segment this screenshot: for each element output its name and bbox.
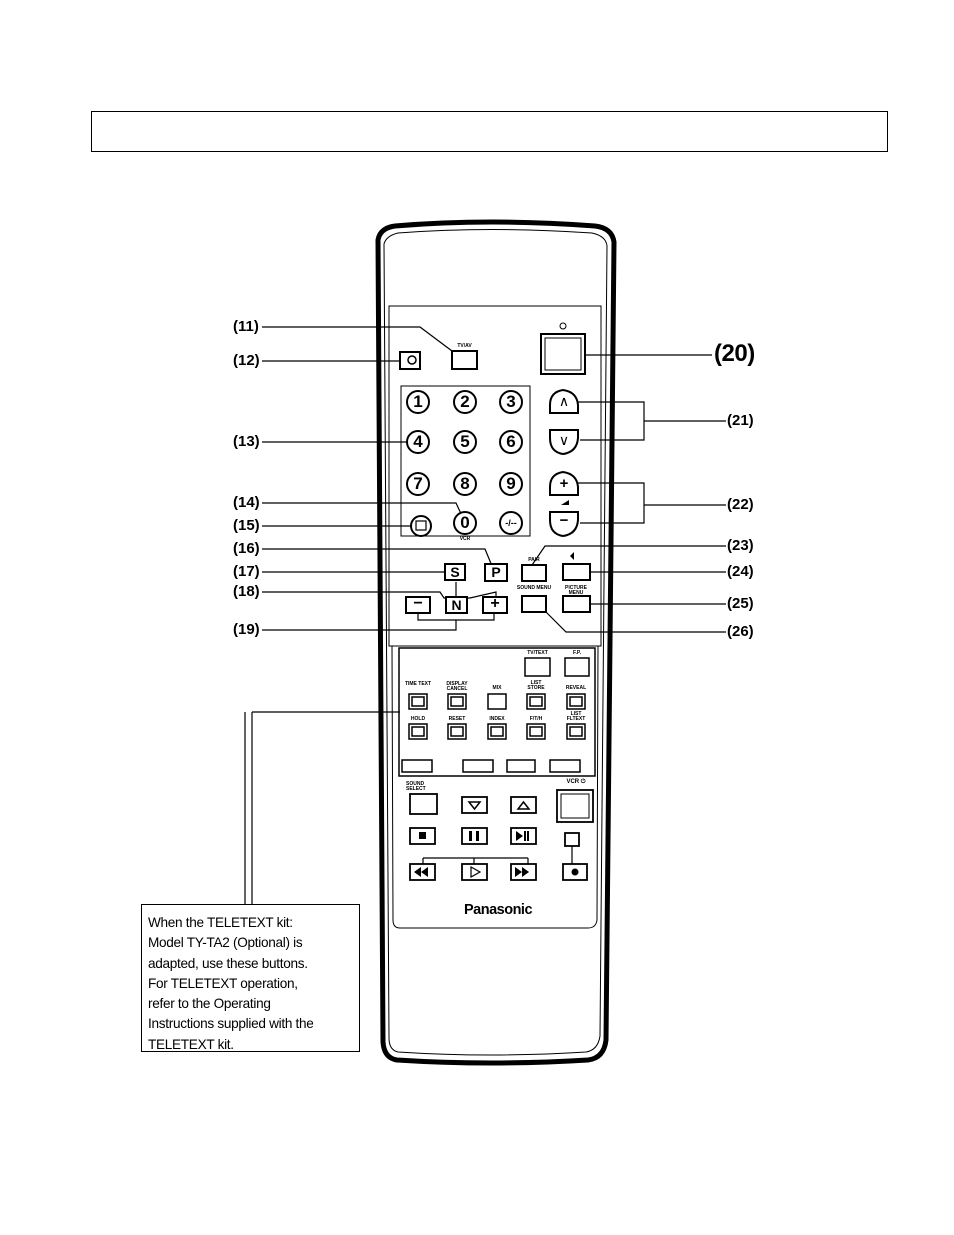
p-label: P xyxy=(491,564,501,580)
callout-16: (16) xyxy=(233,540,260,557)
digit-6[interactable]: 6 xyxy=(506,432,516,451)
time-text-label: TIME TEXT xyxy=(404,681,432,687)
callout-15: (15) xyxy=(233,517,260,534)
callout-23: (23) xyxy=(727,537,754,554)
display-cancel-label: DISPLAY CANCEL xyxy=(446,681,468,692)
channel-down-button xyxy=(549,429,579,456)
volume-up-button xyxy=(549,470,579,496)
callout-19: (19) xyxy=(233,621,260,638)
vcr-power-label: VCR ⏻ xyxy=(566,779,586,785)
vcr-buttons xyxy=(409,789,594,881)
digit-0[interactable]: 0 xyxy=(460,513,470,532)
remote-outline xyxy=(375,219,617,1066)
digit-9[interactable]: 9 xyxy=(506,474,516,493)
note-line: Instructions supplied with the xyxy=(148,1016,314,1032)
picture-menu-button xyxy=(562,595,591,613)
digit-dash[interactable]: -/-- xyxy=(505,518,517,528)
list-fltext-label: LIST FLTEXT xyxy=(566,711,586,722)
vol-plus-label: + xyxy=(559,475,569,492)
pair-button xyxy=(521,564,547,582)
teletext-buttons xyxy=(401,657,590,773)
teletext-note: When the TELETEXT kit: Model TY-TA2 (Opt… xyxy=(141,904,360,1052)
mute-button xyxy=(562,563,591,581)
note-line: When the TELETEXT kit: xyxy=(148,915,293,930)
vcr-label: VCR xyxy=(459,536,471,542)
note-line: Model TY-TA2 (Optional) is xyxy=(148,935,303,951)
ch-up-label: ∧ xyxy=(558,393,570,409)
callout-18: (18) xyxy=(233,583,260,600)
tvtext-label: TV/TEXT xyxy=(527,650,548,656)
brand-logo: Panasonic xyxy=(463,902,533,918)
plus-label: + xyxy=(490,595,500,612)
plus-button xyxy=(482,596,508,614)
title-box xyxy=(91,111,888,152)
callout-26: (26) xyxy=(727,623,754,640)
digit-4[interactable]: 4 xyxy=(413,432,423,451)
s-button xyxy=(444,563,466,581)
digit-2[interactable]: 2 xyxy=(460,392,470,411)
pair-label: PAIR xyxy=(528,557,540,563)
note-line: refer to the Operating xyxy=(148,996,271,1012)
callout-20: (20) xyxy=(714,340,755,367)
button-15 xyxy=(410,515,432,537)
digit-8[interactable]: 8 xyxy=(460,474,470,493)
digit-1[interactable]: 1 xyxy=(413,392,423,411)
digit-5[interactable]: 5 xyxy=(460,432,470,451)
vcr-symbols xyxy=(414,800,579,879)
note-line: adapted, use these buttons. xyxy=(148,955,308,971)
sound-menu-button xyxy=(521,595,547,613)
digit-3[interactable]: 3 xyxy=(506,392,516,411)
n-label: N xyxy=(451,597,462,613)
hold-label: HOLD xyxy=(410,716,426,722)
index-label: INDEX xyxy=(489,716,505,722)
list-store-label: LIST STORE xyxy=(527,680,545,691)
p-button xyxy=(484,563,508,582)
digit-circles xyxy=(406,390,523,535)
tvav-label: TV/AV xyxy=(457,343,472,349)
minus-button xyxy=(405,596,431,614)
leader-lines-left xyxy=(244,326,497,904)
fp-label: F.P. xyxy=(573,650,581,656)
tvav-button xyxy=(451,350,478,370)
callout-21: (21) xyxy=(727,412,754,429)
fth-label: F/T/H xyxy=(529,716,543,722)
leader-lines-right xyxy=(529,354,726,633)
note-line: TELETEXT kit. xyxy=(148,1036,234,1052)
power-button xyxy=(540,333,586,375)
button-12 xyxy=(399,351,421,370)
channel-up-button xyxy=(549,388,579,414)
callout-17: (17) xyxy=(233,563,260,580)
sound-select-label: SOUND SELECT xyxy=(406,781,426,792)
s-label: S xyxy=(450,564,460,580)
keypad-box xyxy=(400,385,531,537)
reset-label: RESET xyxy=(448,716,466,722)
callout-12: (12) xyxy=(233,352,260,369)
callout-14: (14) xyxy=(233,494,260,511)
mix-label: MIX xyxy=(492,685,502,691)
callout-11: (11) xyxy=(233,318,259,335)
vol-minus-label: − xyxy=(559,512,569,529)
digit-7[interactable]: 7 xyxy=(413,474,423,493)
picture-menu-label: PICTURE MENU xyxy=(565,585,587,596)
callout-25: (25) xyxy=(727,595,754,612)
ch-down-label: ∨ xyxy=(558,432,570,448)
volume-down-button xyxy=(549,511,579,538)
note-line: For TELETEXT operation, xyxy=(148,975,298,991)
minus-label: − xyxy=(413,595,423,612)
n-button xyxy=(445,596,468,614)
callout-13: (13) xyxy=(233,433,260,450)
reveal-label: REVEAL xyxy=(565,685,587,691)
callout-24: (24) xyxy=(727,563,754,580)
callout-22: (22) xyxy=(727,496,754,513)
lower-panel xyxy=(391,645,599,929)
sound-menu-label: SOUND MENU xyxy=(516,585,552,591)
